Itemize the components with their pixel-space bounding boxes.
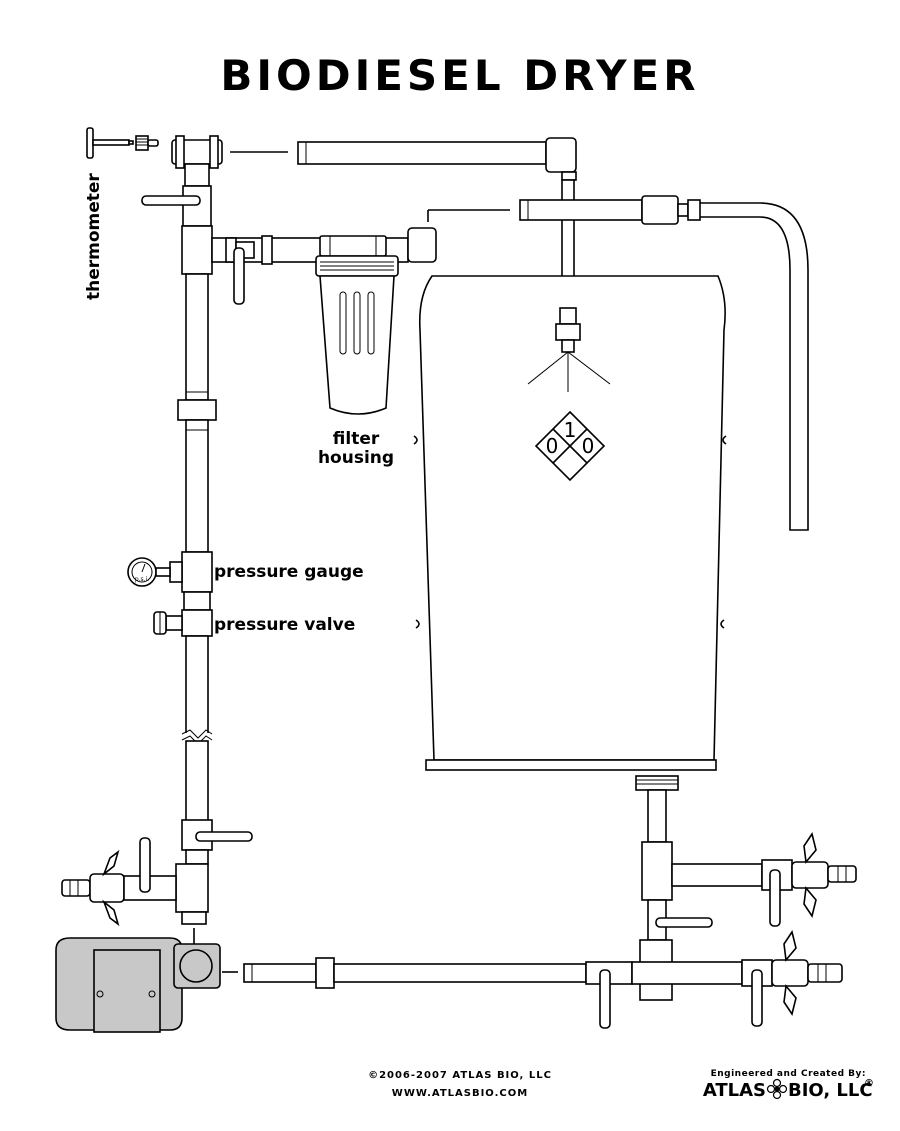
pump-icon <box>55 937 238 1033</box>
flower-icon <box>766 1078 788 1100</box>
page-title: BIODIESEL DRYER <box>220 51 699 100</box>
logo-registered-mark: ® <box>864 1078 875 1089</box>
filter-label-line2: housing <box>318 448 394 468</box>
left-pipe-column: p.s.i. <box>127 135 288 944</box>
filter-label-line1: filter <box>333 429 380 449</box>
copyright-text: ©2006-2007 ATLAS BIO, LLC <box>368 1070 552 1081</box>
thermometer-icon <box>86 127 159 159</box>
right-upper-outlet <box>671 832 857 927</box>
pressure-valve-icon <box>153 611 183 635</box>
vent-pipe <box>519 195 701 225</box>
pressure-gauge-label: pressure gauge <box>214 562 364 582</box>
hazard-left-value: 0 <box>546 434 559 458</box>
drying-tank <box>413 275 727 771</box>
spray-nozzle-icon <box>527 307 611 392</box>
hazard-diamond-icon: 1 0 0 <box>534 410 606 482</box>
logo-right-text: BIO, LLC <box>788 1080 873 1101</box>
thermometer-label: thermometer <box>84 173 104 300</box>
gauge-unit-label: p.s.i. <box>135 576 149 583</box>
filter-housing-icon <box>315 235 399 415</box>
vent-hose <box>700 202 809 531</box>
logo-left-text: ATLAS <box>703 1080 766 1101</box>
filter-feed-pipe <box>225 209 510 305</box>
bottom-return-pipe <box>243 930 843 1029</box>
pressure-valve-label: pressure valve <box>214 615 355 635</box>
credit-text: Engineered and Created By: <box>711 1069 866 1079</box>
hazard-right-value: 0 <box>582 434 595 458</box>
left-inlet-coupling-icon <box>61 837 177 927</box>
pressure-gauge-icon: p.s.i. <box>127 557 171 587</box>
atlas-bio-logo: ATLAS BIO, LLC ® <box>703 1078 875 1101</box>
website-text: WWW.ATLASBIO.COM <box>392 1088 528 1099</box>
hazard-top-value: 1 <box>564 418 577 442</box>
